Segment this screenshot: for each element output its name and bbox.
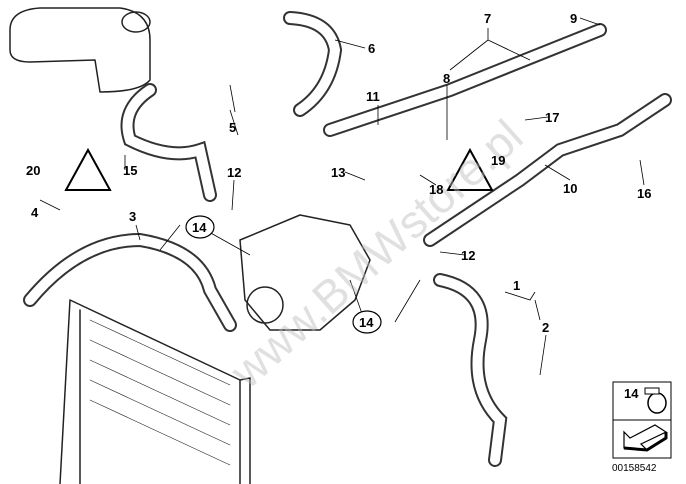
label-12b: 12 — [461, 248, 475, 263]
hose-6 — [283, 11, 343, 117]
label-19: 19 — [491, 153, 505, 168]
label-7: 7 — [484, 11, 491, 26]
watermark: www.BMWstore.pl — [220, 109, 533, 398]
label-12a: 12 — [227, 165, 241, 180]
label-18: 18 — [429, 182, 443, 197]
label-2: 2 — [542, 320, 549, 335]
hose-3 — [23, 232, 237, 332]
label-3: 3 — [129, 209, 136, 224]
label-13: 13 — [331, 165, 345, 180]
circled-label-14a-text: 14 — [192, 220, 207, 235]
hose-1 — [433, 273, 508, 467]
label-17: 17 — [545, 110, 559, 125]
drawing-number: 00158542 — [612, 463, 657, 474]
label-8: 8 — [443, 71, 450, 86]
label-20: 20 — [26, 163, 40, 178]
circled-label-14a — [185, 215, 215, 239]
label-5: 5 — [229, 120, 236, 135]
label-10: 10 — [563, 181, 577, 196]
circled-label-14b — [352, 310, 382, 334]
label-16: 16 — [637, 186, 651, 201]
warning-triangle-19 — [446, 147, 494, 191]
expansion-tank — [9, 7, 151, 93]
leader-lines — [39, 17, 645, 376]
pipe-10 — [423, 93, 672, 247]
water-pump — [239, 214, 371, 331]
coolant-rail-7 — [323, 23, 607, 137]
warning-triangle-20 — [64, 147, 112, 191]
legend-clamp-label: 14 — [624, 386, 639, 401]
legend-box: 14 — [612, 381, 672, 459]
hose-5 — [120, 83, 217, 202]
radiator — [59, 299, 251, 484]
label-11: 11 — [366, 89, 380, 104]
hose-clamp-icon — [644, 387, 667, 414]
label-4: 4 — [31, 205, 39, 220]
label-6: 6 — [368, 41, 375, 56]
label-15: 15 — [123, 163, 137, 178]
label-1: 1 — [513, 278, 520, 293]
label-9: 9 — [570, 11, 577, 26]
circled-label-14b-text: 14 — [359, 315, 374, 330]
